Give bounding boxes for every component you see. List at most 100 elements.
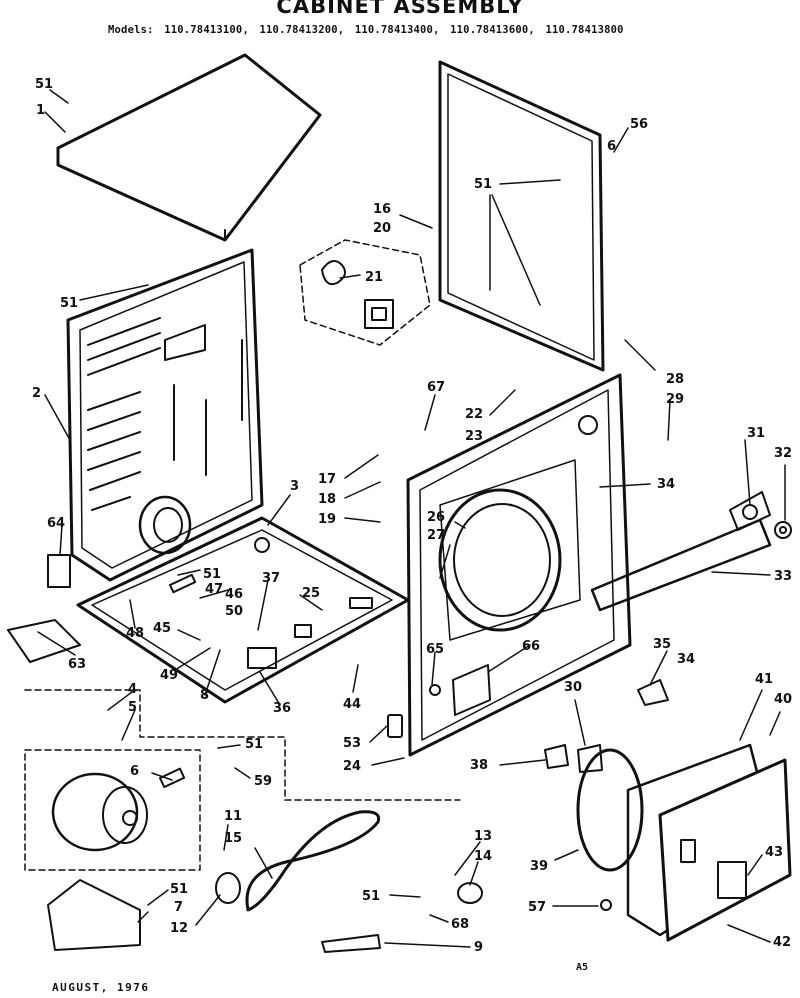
callout: 64 <box>47 516 65 531</box>
door-panel <box>438 60 605 372</box>
callout: 18 <box>318 492 336 507</box>
callout: 47 <box>205 582 223 597</box>
callout: 50 <box>225 604 243 619</box>
callout: 51 <box>245 737 263 752</box>
callout: 3 <box>290 479 299 494</box>
callout: 63 <box>68 657 86 672</box>
callout: 43 <box>765 845 783 860</box>
callout: 6 <box>130 764 139 779</box>
callout: 34 <box>677 652 695 667</box>
callout: 20 <box>373 221 391 236</box>
model-number: 110.78413400, <box>354 24 440 36</box>
callout: 25 <box>302 586 320 601</box>
callout: 37 <box>262 571 280 586</box>
drum-assembly <box>576 743 792 942</box>
callout: 48 <box>126 626 144 641</box>
callout: 33 <box>774 569 792 584</box>
callout: 16 <box>373 202 391 217</box>
callout: 46 <box>225 587 243 602</box>
callout: 39 <box>530 859 548 874</box>
callout: 7 <box>174 900 183 915</box>
callout: 59 <box>254 774 272 789</box>
revision-date: AUGUST, 1976 <box>52 981 150 994</box>
callout: 51 <box>35 77 53 92</box>
callout: 51 <box>362 889 380 904</box>
callout: 12 <box>170 921 188 936</box>
callout: 35 <box>653 637 671 652</box>
part-38 <box>544 744 569 769</box>
idler-wheel <box>457 882 483 904</box>
callout: 22 <box>465 407 483 422</box>
callout: 38 <box>470 758 488 773</box>
callout: 17 <box>318 472 336 487</box>
front-panel <box>406 373 632 757</box>
top-panel <box>56 53 322 242</box>
model-number: 110.78413200, <box>259 24 345 36</box>
toe-plate <box>590 518 772 612</box>
diagram-code: A5 <box>576 962 589 973</box>
bracket-and-knob <box>729 491 792 539</box>
label-plate <box>47 554 71 588</box>
callout: 4 <box>128 682 137 697</box>
callout: 65 <box>426 642 444 657</box>
callout: 40 <box>774 692 792 707</box>
model-number: 110.78413600, <box>450 24 535 36</box>
callout: 29 <box>666 392 684 407</box>
callout: 53 <box>343 736 361 751</box>
callout: 31 <box>747 426 765 441</box>
callout: 51 <box>170 882 188 897</box>
callout: 42 <box>773 935 791 950</box>
callout: 51 <box>60 296 78 311</box>
model-number: 110.78413800 <box>545 24 624 36</box>
callout: 67 <box>427 380 445 395</box>
rear-panel <box>66 248 264 582</box>
callout: 15 <box>224 831 242 846</box>
page-title: CABINET ASSEMBLY <box>276 0 524 18</box>
callout: 28 <box>666 372 684 387</box>
callout: 19 <box>318 512 336 527</box>
kick-plate <box>7 619 81 663</box>
callout: 26 <box>427 510 445 525</box>
motor-group <box>24 689 461 871</box>
callout: 5 <box>128 700 137 715</box>
part-30 <box>577 744 603 773</box>
callout: 21 <box>365 270 383 285</box>
part-35 <box>637 679 669 706</box>
model-number: 110.78413100, <box>164 24 249 36</box>
motor-mount <box>47 879 141 951</box>
callout: 56 <box>630 117 648 132</box>
callout: 66 <box>522 639 540 654</box>
callout: 9 <box>474 940 483 955</box>
callout: 8 <box>200 688 209 703</box>
models-line: Models: 110.78413100, 110.78413200, 110.… <box>108 24 628 36</box>
callout: 6 <box>607 139 616 154</box>
callout: 51 <box>474 177 492 192</box>
callout: 41 <box>755 672 773 687</box>
callout: 51 <box>203 567 221 582</box>
callout: 14 <box>474 849 492 864</box>
idler-pulley <box>215 872 241 904</box>
callout: 45 <box>153 621 171 636</box>
callout: 44 <box>343 697 361 712</box>
callout: 49 <box>160 668 178 683</box>
tension-bar <box>321 934 381 953</box>
callout: 30 <box>564 680 582 695</box>
callout: 36 <box>273 701 291 716</box>
drive-belt <box>245 810 381 912</box>
leader-lines <box>37 89 786 948</box>
callout: 11 <box>224 809 242 824</box>
callout: 13 <box>474 829 492 844</box>
models-label: Models: <box>108 24 154 36</box>
callout: 27 <box>427 528 445 543</box>
callout: 32 <box>774 446 792 461</box>
tab-part <box>387 714 403 738</box>
thermostat-group <box>299 239 431 346</box>
callout: 68 <box>451 917 469 932</box>
callout: 2 <box>32 386 41 401</box>
callout: 1 <box>36 103 45 118</box>
callout: 23 <box>465 429 483 444</box>
callout-labels: 51 1 56 6 51 16 20 21 51 2 28 29 67 22 2… <box>32 77 792 955</box>
callout: 57 <box>528 900 546 915</box>
callout: 34 <box>657 477 675 492</box>
